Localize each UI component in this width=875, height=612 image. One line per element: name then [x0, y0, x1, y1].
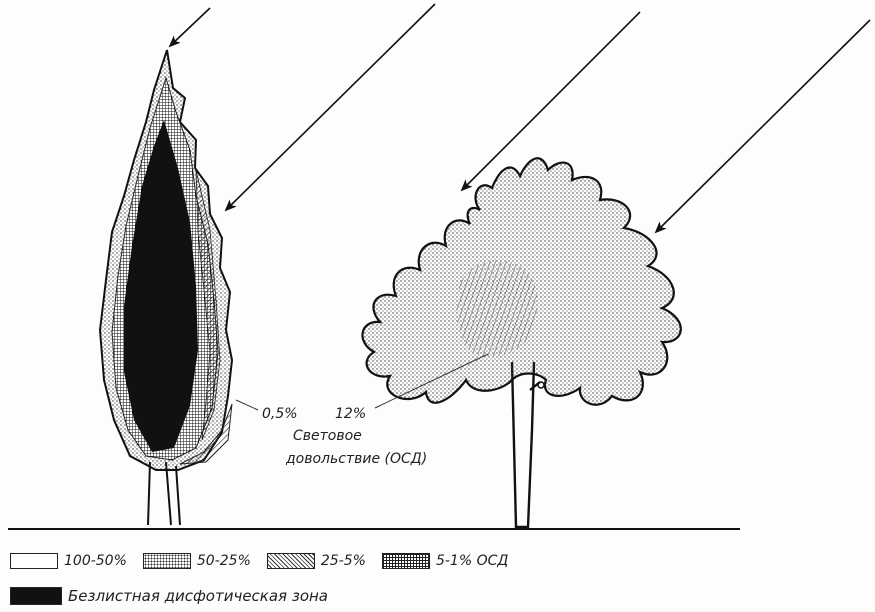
legend-row-patterns: 100-50% 50-25% 25-5% 5-1% ОСД	[10, 553, 524, 569]
legend-swatch-blank	[10, 553, 58, 569]
legend-label: 25-5%	[321, 553, 366, 569]
percent-05-label: 0,5%	[262, 406, 298, 422]
poplar-tree	[100, 50, 232, 525]
broadleaf-inner-hatch	[457, 260, 538, 356]
legend-label-black-zone: Безлистная дисфотическая зона	[68, 587, 328, 605]
caption-line-1: Световое	[293, 428, 362, 444]
broadleaf-tree	[236, 158, 681, 527]
broadleaf-knot	[538, 382, 544, 388]
legend-label: 100-50%	[64, 553, 127, 569]
legend-swatch-stipple	[143, 553, 191, 569]
legend-swatch-hatch	[267, 553, 315, 569]
percent-12-label: 12%	[335, 406, 366, 422]
legend-item-50-25: 50-25%	[143, 553, 251, 569]
legend-item-5-1: 5-1% ОСД	[382, 553, 508, 569]
light-ray-arrow	[462, 12, 640, 190]
poplar-trunk	[148, 462, 180, 525]
legend-item-100-50: 100-50%	[10, 553, 127, 569]
caption-line-2: довольствие (ОСД)	[286, 451, 427, 467]
pointer-line-05	[236, 400, 258, 410]
legend-label: 50-25%	[197, 553, 251, 569]
legend-item-25-5: 25-5%	[267, 553, 366, 569]
legend-item-black-zone: Безлистная дисфотическая зона	[10, 587, 328, 605]
light-ray-arrow	[656, 20, 870, 232]
legend-swatch-black	[10, 587, 62, 605]
legend-row-black-zone: Безлистная дисфотическая зона	[10, 587, 344, 605]
light-ray-arrow	[226, 4, 435, 210]
legend-swatch-grid	[382, 553, 430, 569]
legend-label: 5-1% ОСД	[436, 553, 508, 569]
light-ray-arrow	[170, 8, 210, 46]
broadleaf-trunk	[512, 362, 540, 527]
